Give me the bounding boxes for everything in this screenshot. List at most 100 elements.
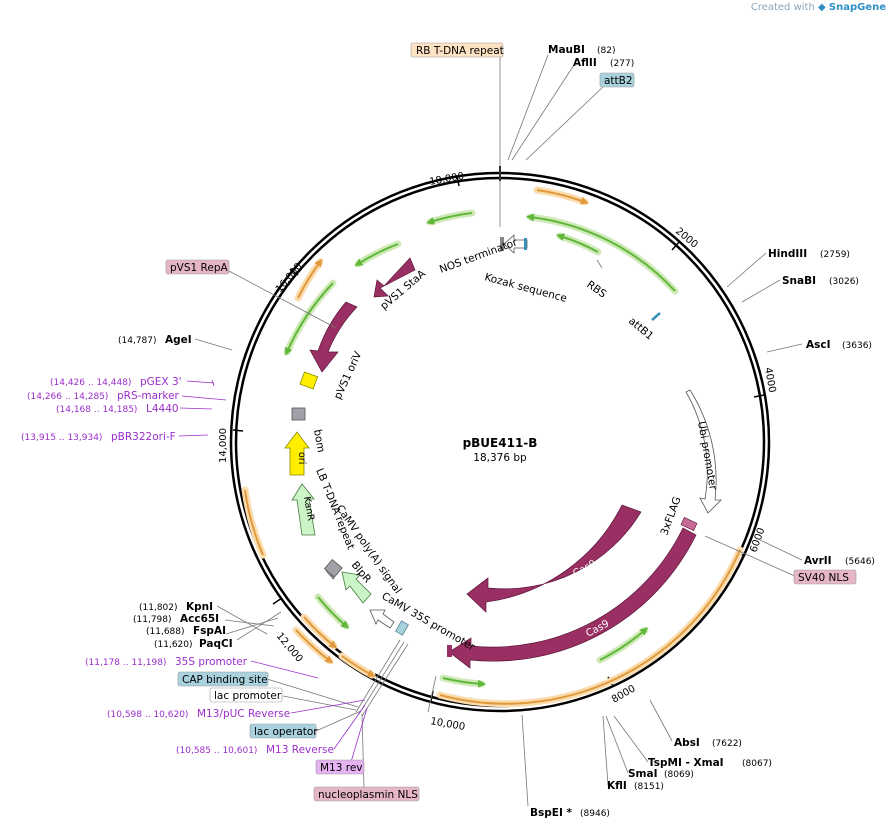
site-tspmi-xmai[interactable]: TspMI - XmaI	[648, 757, 724, 769]
box-attb2	[599, 72, 635, 88]
primer-pos-prs-marker: (14,266 .. 14,285)	[27, 392, 108, 402]
pvs1-oriv-arrow	[309, 301, 358, 373]
connector-smai	[605, 715, 629, 774]
connector-aflii	[511, 64, 575, 161]
connector-bspei	[521, 714, 529, 807]
tick-mark	[232, 429, 244, 432]
box-lac-operator	[249, 723, 317, 739]
ori-arrow	[284, 431, 310, 476]
tick-label-10000: 10,000	[429, 716, 465, 733]
connector-kfli	[602, 715, 609, 786]
connector-absi	[649, 699, 673, 742]
site-absi[interactable]: AbsI	[674, 737, 700, 749]
connector-avrii	[759, 539, 803, 561]
site-maubi[interactable]: MauBI	[548, 44, 585, 56]
primer-m13-reverse[interactable]: M13 Reverse	[266, 744, 334, 756]
primer-m13-puc[interactable]: M13/pUC Reverse	[197, 708, 290, 720]
primer-line-pbr322	[178, 434, 209, 437]
feature-tracks	[241, 186, 744, 708]
feature-track	[556, 233, 599, 253]
label-kozak-sequence: Kozak sequence	[483, 271, 568, 305]
site-snabi[interactable]: SnaBI	[782, 275, 816, 287]
site-acc65i[interactable]: Acc65I	[180, 613, 219, 625]
site-paqci[interactable]: PaqCI	[199, 638, 233, 650]
connector-attb2	[525, 84, 606, 161]
site-avrii[interactable]: AvrII	[804, 555, 832, 567]
box-label-pvs1-repa: pVS1 RepA	[170, 262, 228, 274]
tick-mark	[753, 394, 765, 398]
cas9-arrow-outer	[448, 527, 697, 669]
attb1-mark	[651, 312, 661, 321]
feature-track	[354, 243, 399, 267]
site-pos-avrii: (5646)	[845, 557, 875, 567]
cas9-arrow-inner	[466, 504, 642, 613]
snapgene-brand: Created with ◆ SnapGene	[751, 2, 886, 13]
box-label-nucleoplasmin: nucleoplasmin NLS	[318, 789, 418, 801]
site-pos-smai: (8069)	[664, 770, 694, 780]
site-kfli[interactable]: KflI	[607, 780, 627, 792]
primer-line-m13box	[350, 707, 368, 763]
primer-35s[interactable]: 35S promoter	[175, 656, 248, 668]
site-pos-maubi: (82)	[597, 46, 615, 56]
tick-label-4000: 4000	[762, 367, 777, 394]
primer-pbr322ori[interactable]: pBR322ori-F	[111, 431, 176, 443]
site-pos-absi: (7622)	[712, 739, 742, 749]
connector-agei	[194, 338, 233, 351]
connector-sv40	[704, 535, 798, 578]
plasmid-name: pBUE411-B	[463, 436, 538, 450]
label-rbs: RBS	[584, 279, 608, 301]
site-asci[interactable]: AscI	[806, 339, 831, 351]
primer-tick-pgex	[211, 379, 215, 387]
site-kpni[interactable]: KpnI	[186, 601, 213, 613]
tick-label-14000: 14,000	[218, 428, 229, 463]
feature-track	[295, 629, 334, 664]
primer-line-l4440	[179, 407, 213, 410]
attb-mark-lower	[395, 620, 409, 636]
primer-l4440[interactable]: L4440	[146, 403, 179, 415]
feature-track	[303, 616, 338, 649]
flag-tag-mark	[680, 517, 698, 531]
box-label-cap-binding: CAP binding site	[182, 674, 268, 686]
primer-prs-marker[interactable]: pRS-marker	[117, 390, 180, 402]
boxed-labels: RB T-DNA repeat attB2 pVS1 RepA SV40 NLS…	[165, 42, 857, 802]
site-bspei[interactable]: BspEI *	[530, 807, 573, 819]
label-pvs1-oriv: pVS1 oriV	[332, 349, 365, 401]
resistance-features: ori KanR	[284, 431, 409, 636]
site-smai[interactable]: SmaI	[628, 768, 658, 780]
site-fspai[interactable]: FspAI	[193, 625, 226, 637]
ori-box	[299, 371, 319, 390]
primer-line-pgex	[186, 380, 215, 384]
connector-kpni	[216, 605, 268, 635]
primer-line-35s	[250, 660, 319, 679]
brand-prefix: Created with	[750, 2, 815, 13]
feature-track	[599, 627, 649, 661]
connector-35s-c	[361, 643, 409, 717]
primer-pos-l4440: (14,168 .. 14,185)	[56, 405, 137, 415]
pvs1-features	[291, 257, 416, 421]
box-label-rb-tdna: RB T-DNA repeat	[416, 45, 504, 57]
polya-box	[323, 558, 343, 578]
site-agei[interactable]: AgeI	[165, 334, 192, 346]
tick-mark	[272, 597, 283, 605]
box-label-m13-rev: M13 rev	[320, 762, 363, 774]
primer-pos-m13-puc: (10,598 .. 10,620)	[107, 710, 188, 720]
site-pos-asci: (3636)	[842, 341, 872, 351]
primer-pgex[interactable]: pGEX 3'	[140, 376, 182, 388]
feature-track	[526, 213, 676, 292]
box-label-lac-promoter: lac promoter	[214, 690, 282, 702]
feature-track	[284, 282, 334, 356]
connector-cap	[266, 678, 359, 708]
camv35s-arrow	[369, 609, 395, 629]
site-pos-bspei: (8946)	[580, 809, 610, 819]
restriction-sites: MauBI (82) AflII (277) HindIII (2759) Sn…	[118, 44, 875, 819]
nos-term-mark	[500, 237, 504, 251]
snapgene-icon: ◆	[817, 2, 826, 13]
site-hindiii[interactable]: HindIII	[768, 248, 807, 260]
label-nos-terminator: NOS terminator	[438, 236, 520, 276]
primer-connectors	[178, 379, 368, 763]
site-pos-tspmi-xmai: (8067)	[742, 759, 772, 769]
box-label-attb2: attB2	[604, 75, 633, 87]
connector-hindiii	[726, 252, 767, 288]
origin-features	[500, 234, 722, 514]
site-aflii[interactable]: AflII	[573, 57, 597, 69]
